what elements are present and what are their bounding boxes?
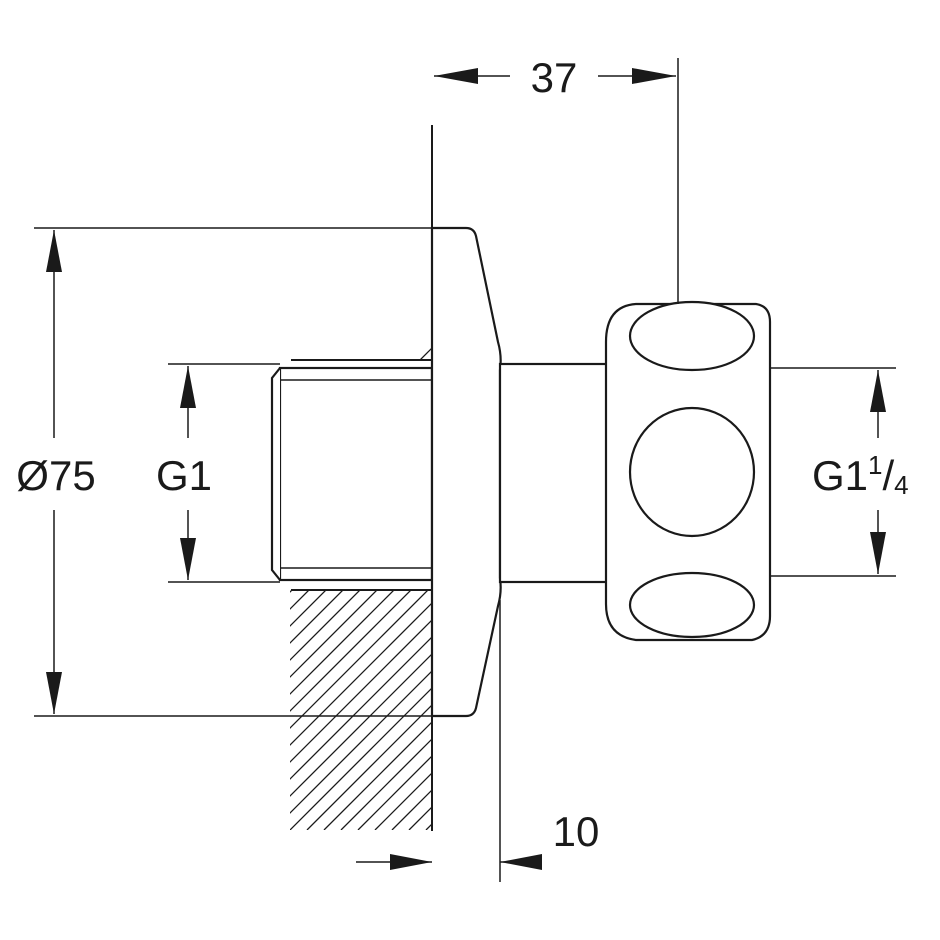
flange-rosette [430, 226, 502, 718]
dimension-inlet-thread: G1 [156, 363, 280, 583]
dimension-inlet-thread-label: G1 [156, 452, 212, 499]
hatch-line [306, 126, 432, 830]
hatch-line [290, 126, 432, 830]
hatch-line [290, 126, 432, 830]
dimension-depth-label: 37 [531, 54, 578, 101]
inlet-threaded-pipe [270, 359, 434, 591]
hatch-line [290, 126, 432, 830]
hatch-line [290, 126, 432, 830]
nut-grip-middle [628, 406, 756, 538]
connector-neck [498, 362, 610, 584]
dimension-outlet-thread-label: G11/4 [812, 450, 909, 500]
outlet-thread-denominator: 4 [894, 470, 908, 500]
hatch-line [936, 126, 940, 830]
nut-grip-top [628, 300, 756, 372]
dimension-flange-depth: 10 [356, 600, 599, 882]
dimension-outlet-thread: G11/4 [770, 367, 909, 577]
hatch-line [919, 126, 940, 830]
hatch-line [290, 126, 432, 830]
hatch-line [290, 126, 432, 830]
outlet-thread-base: G1 [812, 452, 868, 499]
outlet-thread-numerator: 1 [868, 450, 882, 480]
dimension-flange-diameter-label: Ø75 [16, 452, 95, 499]
nut-grip-bottom [628, 571, 756, 639]
hatch-line [290, 126, 432, 830]
dimension-depth: 37 [434, 54, 679, 304]
union-nut [604, 300, 772, 642]
outlet-thread-slash: / [883, 452, 895, 499]
dimension-flange-depth-label: 10 [553, 808, 600, 855]
dimension-flange-diameter: Ø75 [16, 227, 432, 717]
